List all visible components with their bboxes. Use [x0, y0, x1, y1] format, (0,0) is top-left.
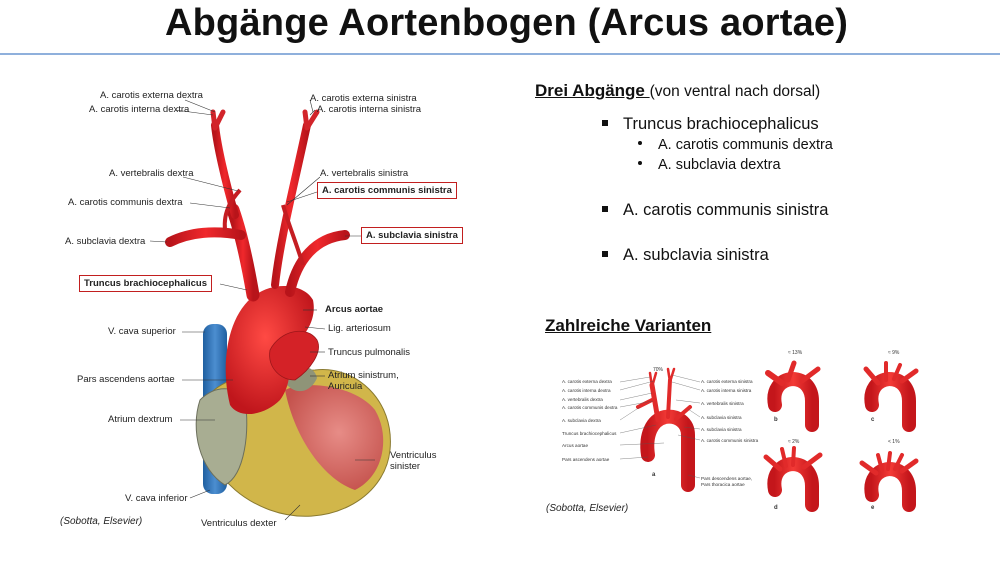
leader-lines — [149, 99, 375, 521]
label-vert-dex: A. vertebralis dextra — [109, 168, 194, 179]
label-ccd: A. carotis communis dextra — [68, 197, 183, 208]
variant-letter-c: c — [871, 417, 875, 423]
bullet-truncus: Truncus brachiocephalicus — [602, 115, 819, 134]
varianten-heading: Zahlreiche Varianten — [545, 316, 712, 335]
variant-c — [863, 361, 919, 432]
label-ext-dex: A. carotis externa dextra — [100, 90, 203, 101]
variant-label-right-6: A. carotis communis sinistra — [701, 438, 759, 443]
variant-d — [763, 446, 823, 512]
variant-label-left-8: Pars ascendens aortae — [562, 457, 610, 462]
variant-c-percent: ≈ 9% — [888, 350, 900, 356]
left-subclavian-vessel — [285, 230, 350, 297]
heart-illustration: A. carotis externa dextra A. carotis int… — [55, 80, 475, 535]
drei-abgaenge-heading: Drei Abgänge (von ventral nach dorsal) — [535, 81, 820, 101]
dot-bullet-icon — [638, 141, 642, 146]
variant-label-left-7: Arcus aortae — [562, 443, 589, 448]
variant-label-left-3: A. vertebralis dextra — [562, 397, 603, 402]
variant-letter-b: b — [774, 417, 778, 423]
variant-e — [859, 451, 919, 512]
label-atr-dex: Atrium dextrum — [108, 414, 173, 425]
square-bullet-icon — [602, 250, 608, 257]
label-sub-dex: A. subclavia dextra — [65, 236, 146, 247]
square-bullet-icon — [602, 205, 608, 212]
label-arcus: Arcus aortae — [325, 304, 384, 315]
label-tpulm: Truncus pulmonalis — [328, 347, 411, 358]
label-atr-sin-2: Auricula — [328, 381, 363, 392]
label-vert-sin: A. vertebralis sinistra — [320, 168, 409, 179]
variant-letter-d: d — [774, 505, 778, 511]
variant-label-left-1: A. carotis externa dextra — [562, 379, 612, 384]
label-sub-sin: A. subclavia sinistra — [361, 227, 463, 244]
left-carotid-vessel — [271, 121, 311, 289]
label-vent-sin-1: Ventriculus — [390, 450, 437, 461]
variant-d-percent: ≈ 2% — [788, 439, 800, 445]
right-carotid-vessel — [211, 121, 239, 219]
label-truncus: Truncus brachiocephalicus — [79, 275, 213, 292]
right-vertebral-vessel — [222, 188, 242, 231]
variant-letter-e: e — [871, 505, 875, 511]
label-vent-sin-2: sinister — [390, 461, 421, 472]
label-ext-sin: A. carotis externa sinistra — [310, 93, 417, 104]
label-int-dex: A. carotis interna dextra — [89, 104, 190, 115]
left-ventricle — [285, 385, 384, 490]
label-ccs: A. carotis communis sinistra — [317, 182, 457, 199]
slide-title: Abgänge Aortenbogen (Arcus aortae) — [165, 2, 849, 44]
variant-label-right-4: A. subclavia sinistra — [701, 415, 742, 420]
variants-illustration: 70% A. carotis externa dextra A. carotis… — [560, 345, 980, 520]
variant-label-left-2: A. carotis interna dextra — [562, 388, 611, 393]
right-carotid-fork — [210, 109, 226, 131]
pulmonary-trunk — [269, 331, 319, 381]
variant-label-right-1: A. carotis externa sinistra — [701, 379, 753, 384]
label-vci: V. cava inferior — [125, 493, 188, 504]
title-divider — [0, 53, 1000, 55]
variant-label-left-5: A. subclavia dextra — [562, 418, 601, 423]
label-vent-dex: Ventriculus dexter — [201, 518, 277, 529]
label-pars: Pars ascendens aortae — [77, 374, 175, 385]
bullet-sub-sin: A. subclavia sinistra — [602, 246, 769, 265]
variant-b-percent: ≈ 13% — [788, 350, 803, 356]
variant-label-right-2: A. carotis interna sinistra — [701, 388, 752, 393]
variant-label-bottom-2: Pars thoracica aortae — [701, 482, 745, 487]
label-lig: Lig. arteriosum — [328, 323, 391, 334]
label-int-sin: A. carotis interna sinistra — [317, 104, 422, 115]
variant-label-right-5: A. subclavia sinistra — [701, 427, 742, 432]
variant-label-right-3: A. vertebralis sinistra — [701, 401, 744, 406]
heart-drawing — [149, 99, 391, 521]
label-vcs: V. cava superior — [108, 326, 176, 337]
left-carotid-fork — [302, 109, 320, 131]
variants-drawing — [619, 360, 919, 512]
square-bullet-icon — [602, 119, 608, 126]
variant-figure-credit: (Sobotta, Elsevier) — [546, 503, 629, 514]
variant-label-left-6: Truncus brachiocephalicus — [562, 431, 617, 436]
label-atr-sin-1: Atrium sinistrum, — [328, 370, 399, 381]
drei-abgaenge-subtitle: (von ventral nach dorsal) — [649, 83, 821, 100]
truncus-vessel — [226, 203, 260, 302]
variant-label-left-4: A. carotis communis dextra — [562, 405, 618, 410]
right-subclavian-vessel — [165, 227, 246, 247]
variant-letter-a: a — [652, 472, 656, 478]
variant-a — [619, 367, 701, 492]
main-figure-credit: (Sobotta, Elsevier) — [60, 516, 143, 527]
variant-e-percent: < 1% — [888, 439, 900, 445]
variant-a-percent: 70% — [653, 367, 664, 373]
drei-abgaenge-title: Drei Abgänge — [535, 81, 650, 100]
left-vertebral-vessel — [281, 204, 305, 266]
bullet-ccs: A. carotis communis sinistra — [602, 201, 828, 220]
variant-b — [765, 360, 821, 432]
variant-label-bottom-1: Pars descendens aortae, — [701, 476, 753, 481]
sub-bullet-sub-dex: A. subclavia dextra — [638, 157, 781, 173]
sub-bullet-ccd: A. carotis communis dextra — [638, 137, 833, 153]
dot-bullet-icon — [638, 161, 642, 166]
